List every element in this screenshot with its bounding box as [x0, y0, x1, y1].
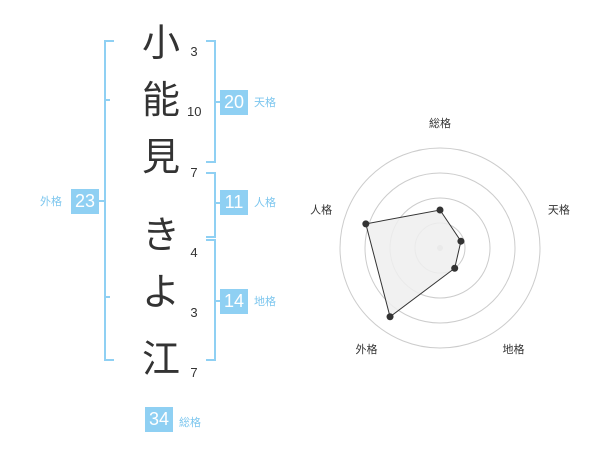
radar-polygon: [365, 209, 462, 318]
radar-axis-label: 地格: [502, 342, 524, 356]
chikaku-badge: 14: [220, 289, 248, 314]
chikaku-connector: [214, 300, 220, 302]
name-char-2: 能: [141, 78, 180, 122]
stroke-count-2: 10: [187, 104, 202, 119]
name-char-4: き: [141, 213, 180, 257]
gaikaku-bracket-tick: [104, 99, 110, 101]
gaikaku-bracket: [104, 40, 114, 361]
stroke-count-5: 3: [190, 305, 198, 320]
radar-grid-ring: [364, 172, 516, 324]
gaikaku-badge: 23: [71, 189, 99, 214]
stroke-count-3: 7: [190, 165, 198, 180]
gaikaku-connector: [98, 200, 104, 202]
radar-shape: [362, 206, 465, 321]
chikaku-label: 地格: [254, 295, 276, 308]
radar-axis-label: 外格: [356, 342, 378, 356]
jinkaku-label: 人格: [254, 196, 276, 209]
name-char-3: 見: [141, 135, 180, 179]
gaikaku-bracket-tick: [104, 296, 110, 298]
name-char-5: よ: [141, 270, 180, 314]
gaikaku-label: 外格: [40, 195, 62, 208]
radar-axis-label: 総格: [429, 116, 451, 130]
stroke-count-1: 3: [190, 44, 198, 59]
jinkaku-connector: [214, 202, 220, 204]
tenkaku-connector: [214, 101, 220, 103]
radar-axis-label: 人格: [310, 202, 332, 216]
name-char-1: 小: [141, 21, 180, 65]
jinkaku-badge: 11: [220, 190, 248, 215]
tenkaku-label: 天格: [254, 96, 276, 109]
stroke-count-6: 7: [190, 365, 198, 380]
radar-axis-label: 天格: [548, 202, 570, 216]
radar-point: [457, 237, 465, 245]
radar-point: [386, 313, 394, 321]
radar-point: [362, 220, 370, 228]
soukaku-badge: 34: [145, 407, 173, 432]
radar-grid-ring: [339, 147, 541, 349]
radar-point: [436, 206, 444, 214]
tenkaku-badge: 20: [220, 90, 248, 115]
stroke-count-4: 4: [190, 245, 198, 260]
soukaku-label: 総格: [179, 416, 201, 429]
jinkaku-bracket: [206, 172, 216, 238]
radar-point: [451, 264, 459, 272]
name-char-6: 江: [141, 337, 180, 381]
